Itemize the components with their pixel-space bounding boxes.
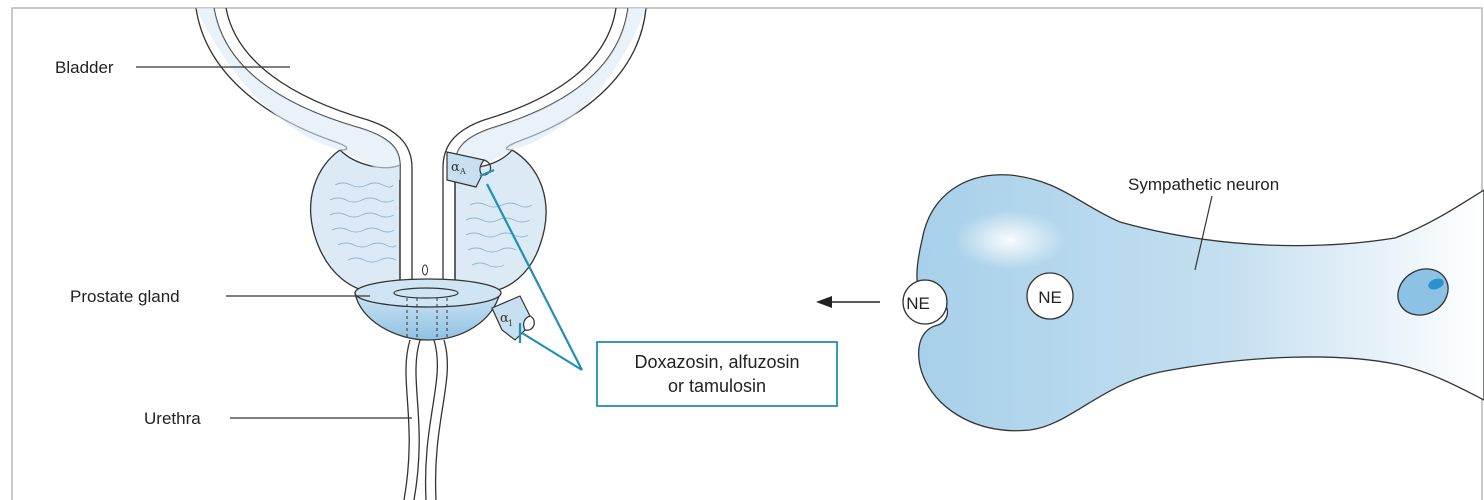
- bladder-label: Bladder: [55, 58, 114, 77]
- ne-vesicle-label: NE: [1038, 288, 1062, 307]
- prostate-gland-label: Prostate gland: [70, 287, 180, 306]
- sympathetic-neuron-label: Sympathetic neuron: [1128, 175, 1279, 194]
- alpha-a-subscript: A: [459, 167, 466, 176]
- alpha-1-receptor: α 1: [492, 296, 534, 340]
- alpha-a-symbol: α: [451, 160, 460, 175]
- sympathetic-neuron: NE NE Sympathetic neuron: [816, 175, 1484, 431]
- ne-released-label: NE: [906, 294, 930, 313]
- drug-box: Doxazosin, alfuzosin or tamulosin: [597, 342, 837, 406]
- prostate-body: [311, 150, 546, 292]
- urethra-droplet: [423, 265, 428, 275]
- urethra-label: Urethra: [144, 409, 201, 428]
- urethra-left: [404, 340, 410, 500]
- alpha-1-subscript: 1: [508, 319, 513, 328]
- ne-release-arrow: [816, 296, 880, 308]
- soma-highlight: [955, 210, 1065, 270]
- drug-line-2: or tamulosin: [668, 376, 766, 396]
- drug-line-1: Doxazosin, alfuzosin: [634, 352, 799, 372]
- prostate-rim: [355, 279, 501, 307]
- bladder-prostate-illustration: α A α 1 Bladder Prostate gland Urethra: [55, 8, 646, 500]
